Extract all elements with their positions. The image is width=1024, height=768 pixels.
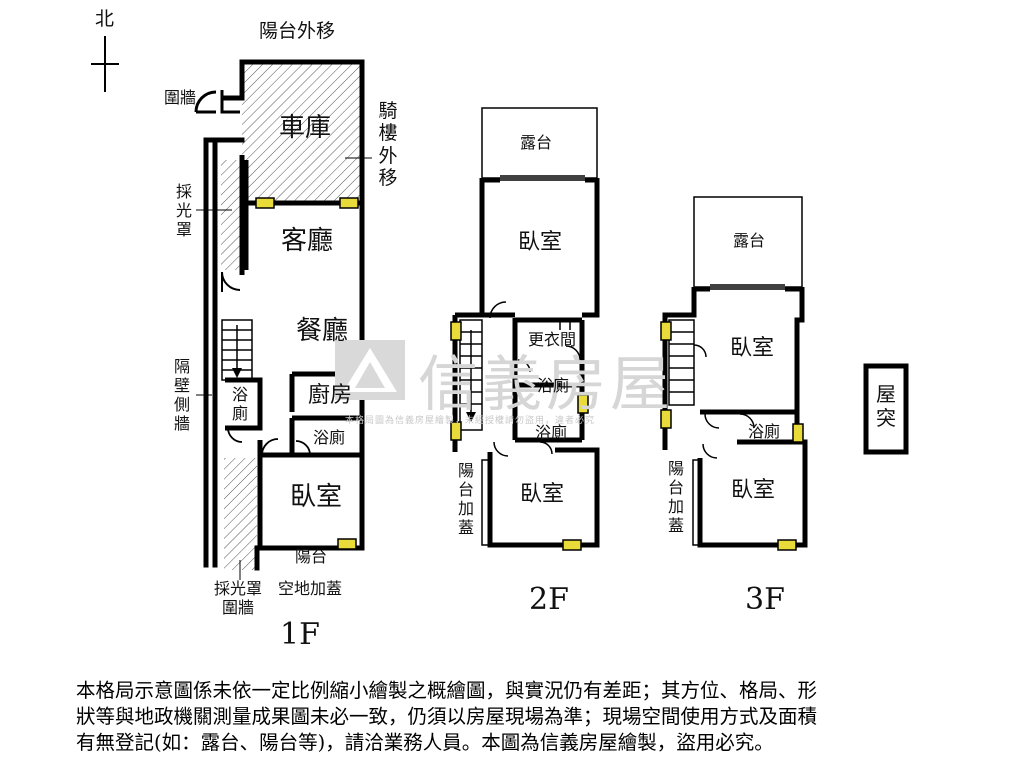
f1-fence-label: 圍牆 xyxy=(164,88,197,107)
f2-floor-label: 2F xyxy=(529,582,569,617)
f1-bedroom-label: 臥室 xyxy=(290,482,343,512)
north-arrow-icon xyxy=(91,36,119,92)
f1-party-wall-label: 隔壁側牆 xyxy=(173,357,190,433)
f1-living-room-label: 客廳 xyxy=(281,226,334,256)
f1-skylight-label: 採光罩 xyxy=(175,182,192,239)
open-space-hatch xyxy=(224,458,257,570)
f3-bedroom-top-label: 臥室 xyxy=(730,336,775,361)
floor3-plan xyxy=(660,196,808,551)
f3-balcony-cover-label: 陽台加蓋 xyxy=(667,459,684,535)
disclaimer-text: 本格局示意圖係未依一定比例縮小繪製之概繪圖，與實況仍有差距；其方位、格局、形 狀… xyxy=(76,678,960,756)
watermark-notice: 本格局圖為信義房屋繪製，未經授權請勿盜用，違者必究 xyxy=(345,416,596,426)
disclaimer-line-2: 狀等與地政機關測量成果圖未必一致，仍須以房屋現場為準；現場空間使用方式及面積 xyxy=(76,705,818,728)
f2-bath-lower-label: 浴廁 xyxy=(535,423,568,442)
watermark-brand: 信義房屋 xyxy=(418,350,674,420)
roof-label: 屋突 xyxy=(876,382,896,430)
f1-balcony-shift-label: 陽台外移 xyxy=(259,20,336,42)
f2-balcony-cover-label: 陽台加蓋 xyxy=(457,461,474,537)
f3-terrace-label: 露台 xyxy=(733,231,766,250)
f2-bath-upper-label: 浴廁 xyxy=(537,376,570,395)
f1-garage-label: 車庫 xyxy=(279,113,332,143)
f1-bath-left-label: 浴廁 xyxy=(231,385,248,423)
f2-terrace-label: 露台 xyxy=(520,133,553,152)
floor2-plan xyxy=(450,107,600,551)
roof-box xyxy=(863,363,909,455)
f3-bath-label: 浴廁 xyxy=(748,422,781,441)
f1-kitchen-label: 廚房 xyxy=(308,383,353,408)
f1-dining-room-label: 餐廳 xyxy=(296,316,349,346)
f3-bedroom-bottom-label: 臥室 xyxy=(731,478,776,503)
f1-skylight-fence-1-label: 採光罩 xyxy=(214,579,263,598)
f1-balcony-label: 陽台 xyxy=(295,547,328,566)
f1-bath-right-label: 浴廁 xyxy=(313,428,346,447)
f1-open-space-cover-label: 空地加蓋 xyxy=(278,579,343,598)
disclaimer-line-1: 本格局示意圖係未依一定比例縮小繪製之概繪圖，與實況仍有差距；其方位、格局、形 xyxy=(76,679,818,702)
disclaimer-line-3: 有無登記(如：露台、陽台等)，請洽業務人員。本圖為信義房屋繪製，盜用必究。 xyxy=(76,731,774,754)
f1-skylight-fence-2-label: 圍牆 xyxy=(222,598,255,617)
f2-bedroom-bottom-label: 臥室 xyxy=(520,482,565,507)
f3-floor-label: 3F xyxy=(745,582,785,617)
garage-hatch xyxy=(242,62,362,203)
f2-bedroom-top-label: 臥室 xyxy=(518,230,563,255)
north-label: 北 xyxy=(95,8,115,30)
brand-logo-icon xyxy=(335,340,405,400)
f1-arcade-shift-label: 騎樓外移 xyxy=(378,100,398,190)
f1-floor-label: 1F xyxy=(280,617,320,652)
f2-closet-label: 更衣間 xyxy=(528,330,577,349)
